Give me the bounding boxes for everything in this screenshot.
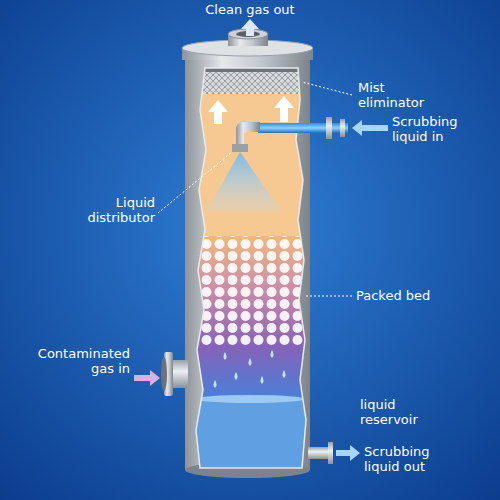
part-label: Liquid distributor: [70, 195, 155, 225]
part-label: Mist eliminator: [358, 80, 438, 110]
part-label: Contaminated gas in: [25, 346, 130, 376]
part-label: Scrubbing liquid out: [364, 444, 454, 474]
part-label: Clean gas out: [200, 2, 300, 17]
part-label: liquid reservoir: [360, 397, 435, 427]
part-label: Scrubbing liquid in: [392, 114, 482, 144]
part-label: Packed bed: [356, 288, 446, 303]
